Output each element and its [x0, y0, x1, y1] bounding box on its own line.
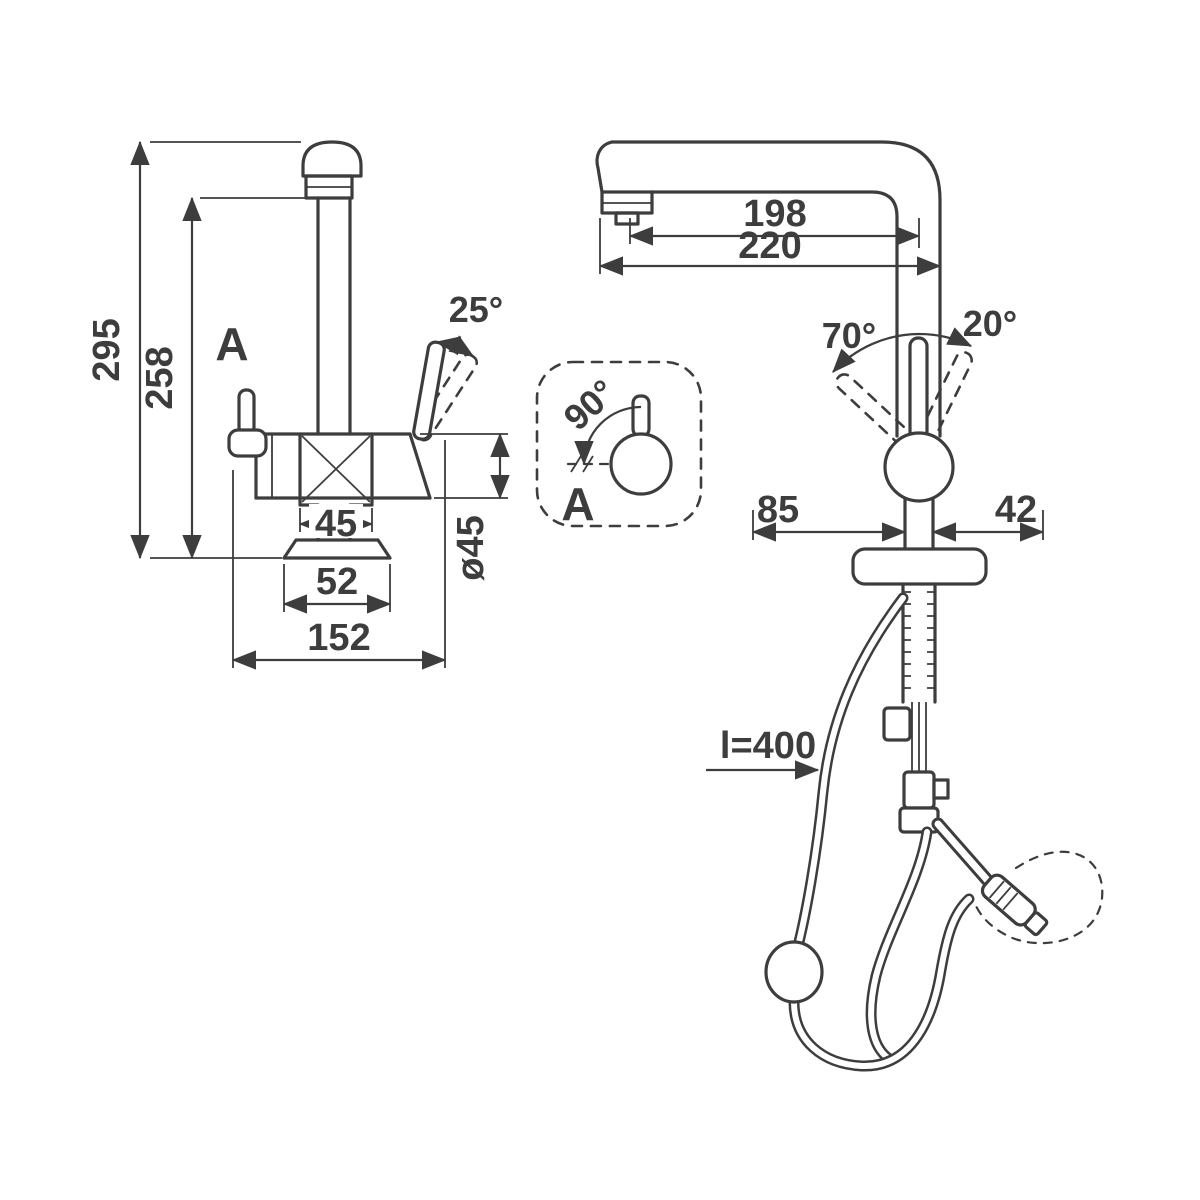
- detail-handle-stub: [631, 394, 651, 438]
- handle-angle-label: 25°: [449, 289, 503, 330]
- dim-body-diameter-label: ø45: [450, 515, 492, 580]
- dim-offset-left-label: 85: [757, 489, 799, 531]
- dim-spout-reach: 198: [628, 193, 921, 248]
- detail-section-label: A: [561, 478, 594, 530]
- dim-spout-height-label: 258: [139, 346, 181, 409]
- right-handle: [412, 340, 446, 441]
- dim-body-width: 45: [298, 503, 374, 545]
- dim-overall-width: 152: [231, 440, 447, 670]
- shank-assembly: [882, 582, 950, 834]
- dim-offsets: 85 42: [751, 489, 1045, 542]
- hose-weight: [764, 940, 824, 1004]
- detail-angle-label: 90°: [556, 371, 624, 438]
- swing-front-label: 20°: [963, 303, 1017, 344]
- swing-back-label: 70°: [822, 315, 876, 356]
- dim-hose-length: l=400: [706, 725, 820, 780]
- side-handle-body: [883, 431, 955, 503]
- detail-handle-body: [609, 432, 673, 496]
- side-handle: [908, 336, 929, 444]
- hose-assembly: [764, 592, 1104, 1072]
- valve-port: [932, 778, 950, 800]
- escutcheon: [851, 547, 988, 586]
- dim-overall-height: 295: [86, 140, 301, 560]
- dim-overall-reach: 220: [598, 218, 942, 276]
- dim-overall-width-label: 152: [307, 617, 370, 659]
- right-handle-group: 25°: [412, 289, 503, 442]
- dim-overall-height-label: 295: [86, 318, 128, 381]
- spray-head: [980, 873, 1049, 937]
- handle-swing-group: 70° 20°: [822, 303, 1017, 454]
- dim-offset-right-label: 42: [995, 489, 1037, 531]
- dim-hose-length-label: l=400: [720, 725, 816, 767]
- front-view: 295 258 A: [86, 140, 510, 670]
- dim-body-diameter: ø45: [420, 432, 510, 581]
- spout-outline: [595, 140, 942, 438]
- mount-deck: [851, 497, 988, 586]
- aerator: [614, 211, 640, 226]
- detail-view-a: 90° A: [535, 360, 703, 530]
- dim-spout-height: 258: [139, 196, 316, 560]
- dim-overall-reach-label: 220: [738, 225, 801, 267]
- side-view: 198 220 70° 20°: [595, 140, 1104, 1072]
- dim-spout-reach-label: 198: [743, 193, 806, 235]
- valve-body: [902, 770, 936, 810]
- faucet-front-outline: [227, 140, 432, 560]
- dim-body-width-label: 45: [315, 503, 357, 545]
- left-handle: [237, 388, 256, 436]
- front-section-label: A: [215, 318, 248, 370]
- dim-base-width: 52: [282, 561, 392, 614]
- tee-fitting: [898, 806, 940, 834]
- dim-base-width-label: 52: [316, 561, 358, 603]
- detail-boundary: [535, 360, 703, 528]
- mounting-bracket: [882, 706, 912, 742]
